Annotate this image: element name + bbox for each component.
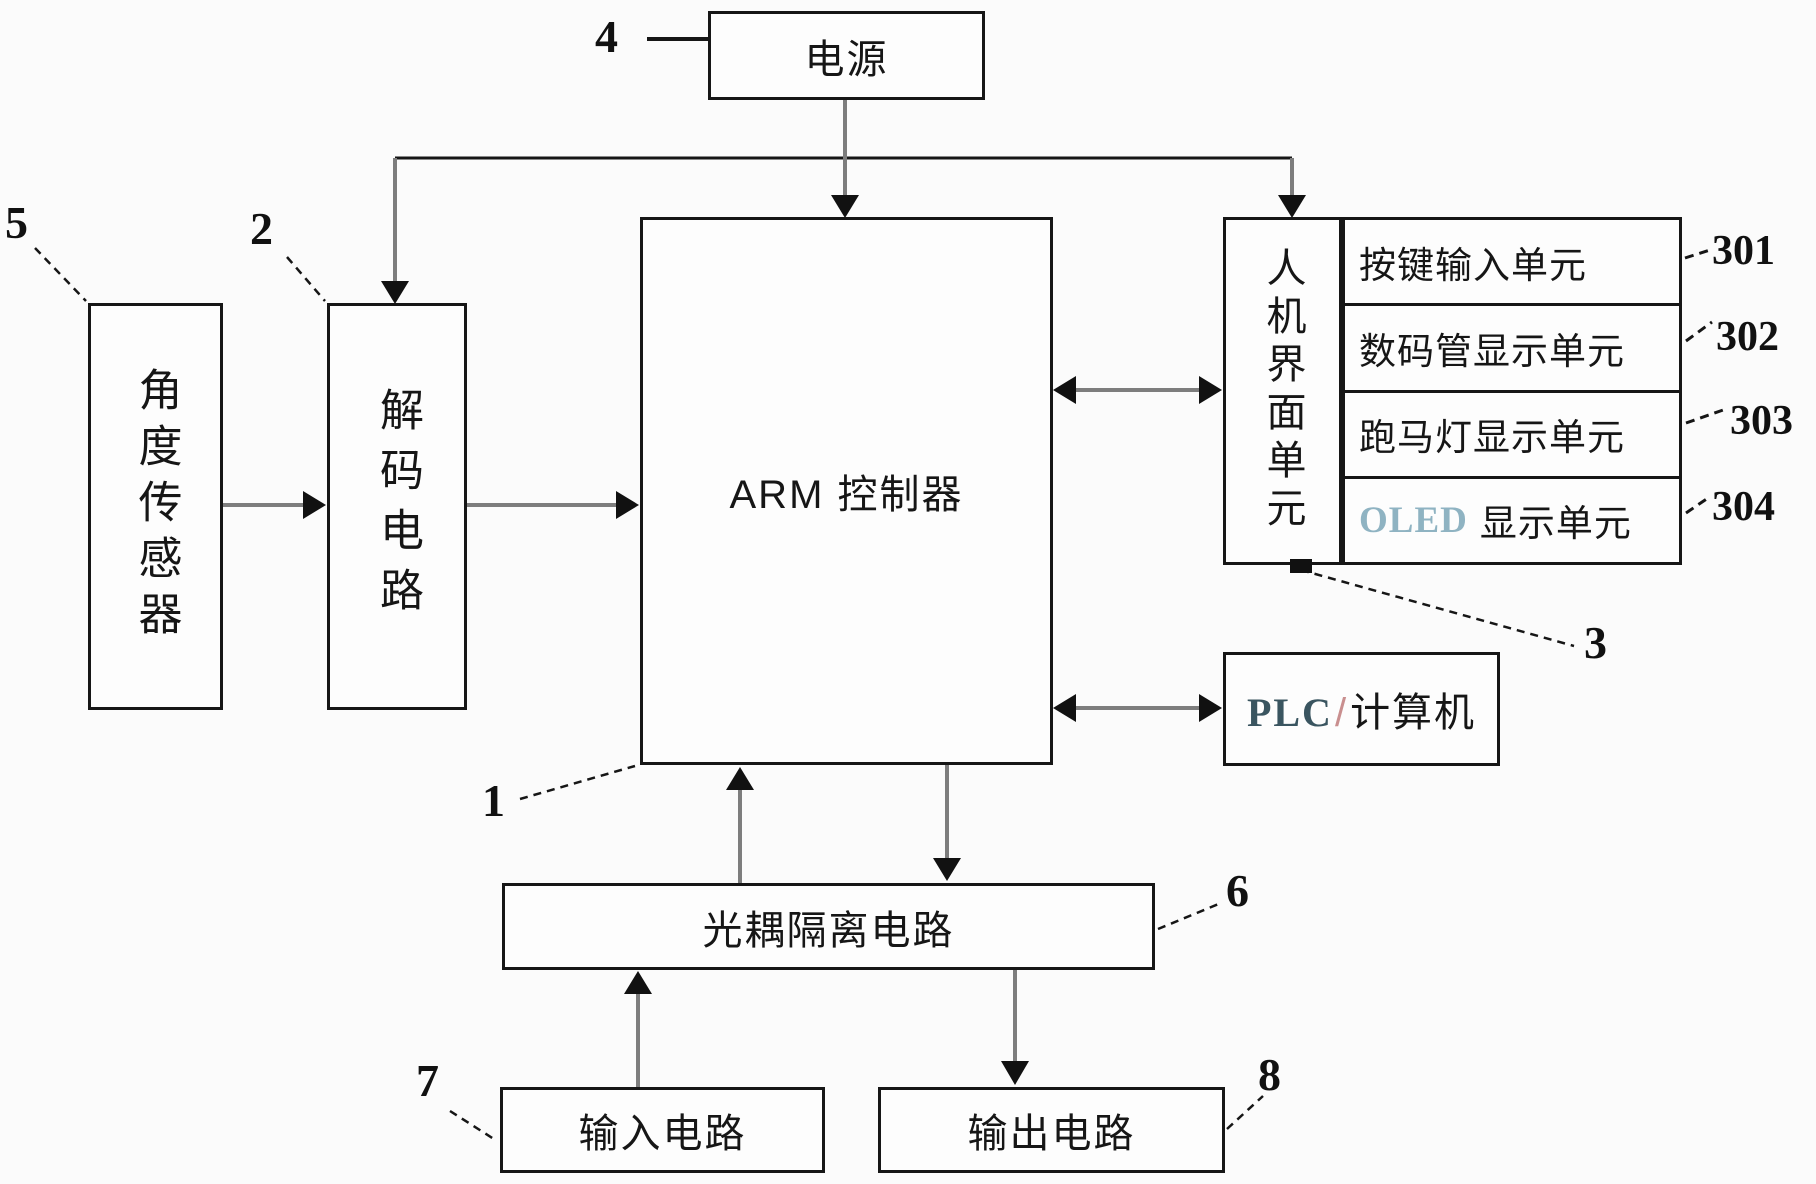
ref-label-302: 302: [1716, 314, 1779, 360]
input-circuit-block: 输入电路: [500, 1087, 825, 1173]
hmi-corner-junction: [1290, 559, 1312, 573]
ref-label-7: 7: [416, 1055, 439, 1106]
plc-slash: /: [1334, 691, 1349, 735]
power-supply-label: 电源: [804, 37, 889, 82]
opto-isolation-block: 光耦隔离电路: [502, 883, 1155, 970]
hmi-subunit-oled-display-label: 显示单元: [1479, 503, 1632, 545]
output-circuit-label: 输出电路: [967, 1112, 1136, 1156]
leader-ref-3: [1300, 568, 1575, 648]
arrow-opto-to-output: [1001, 970, 1029, 1085]
hmi-subunit-marquee-display: 跑马灯显示单元: [1345, 389, 1679, 476]
decoder-circuit-block: 解码电路: [327, 303, 467, 710]
hmi-subunit-digital-display: 数码管显示单元: [1345, 303, 1679, 389]
hmi-subunit-oled-prefix: OLED: [1359, 499, 1468, 541]
leader-ref-302: [1685, 320, 1713, 343]
arrow-angle-to-decoder: [223, 491, 326, 519]
arm-controller-block: ARM 控制器: [640, 217, 1053, 765]
power-supply-block: 电源: [708, 11, 985, 100]
hmi-subunit-digital-display-label: 数码管显示单元: [1359, 330, 1625, 372]
plc-prefix: PLC: [1246, 690, 1333, 735]
leader-ref-5: [34, 247, 87, 302]
arrow-power-to-arm: [831, 100, 859, 218]
arrow-bus-to-decoder: [381, 158, 409, 304]
angle-sensor-label: 角度传感器: [131, 366, 181, 647]
hmi-subunit-marquee-display-label: 跑马灯显示单元: [1359, 417, 1625, 459]
plc-computer-label: PLC/计算机: [1247, 680, 1476, 738]
ref-label-1: 1: [482, 775, 505, 826]
arrow-arm-plc-bidirectional: [1053, 694, 1222, 722]
hmi-subunit-column: 按键输入单元 数码管显示单元 跑马灯显示单元 OLED 显示单元: [1342, 217, 1682, 565]
leader-ref-303: [1685, 407, 1727, 425]
leader-ref-304: [1685, 496, 1709, 515]
arrow-arm-to-opto: [933, 765, 961, 881]
leader-ref-7: [449, 1109, 498, 1143]
arrow-decoder-to-arm: [467, 491, 639, 519]
hmi-unit-block: 人机界面单元: [1223, 217, 1342, 565]
hmi-subunit-oled-display: OLED 显示单元: [1345, 475, 1679, 562]
ref-label-301: 301: [1712, 228, 1775, 274]
plc-suffix: 计算机: [1350, 691, 1477, 735]
ref-label-3: 3: [1584, 617, 1607, 668]
output-circuit-block: 输出电路: [878, 1087, 1225, 1173]
leader-ref-8: [1226, 1095, 1264, 1130]
ref-label-5: 5: [5, 197, 28, 248]
arrow-input-to-opto: [624, 971, 652, 1087]
arrow-opto-to-arm: [726, 767, 754, 883]
leader-ref-301: [1684, 248, 1711, 260]
angle-sensor-block: 角度传感器: [88, 303, 223, 710]
input-circuit-label: 输入电路: [578, 1112, 747, 1156]
leader-ref-2: [286, 256, 326, 302]
hmi-subunit-key-input: 按键输入单元: [1345, 220, 1679, 303]
ref-label-2: 2: [250, 203, 273, 254]
ref-label-303: 303: [1730, 398, 1793, 444]
plc-computer-block: PLC/计算机: [1223, 652, 1500, 766]
leader-ref-6: [1157, 901, 1222, 931]
hmi-subunit-key-input-label: 按键输入单元: [1359, 244, 1587, 286]
arm-controller-label: ARM 控制器: [729, 473, 964, 517]
arrow-arm-hmi-bidirectional: [1053, 376, 1222, 404]
arrow-bus-to-hmi: [1278, 158, 1306, 218]
hmi-unit-label: 人机界面单元: [1260, 247, 1305, 535]
decoder-circuit-label: 解码电路: [373, 386, 422, 627]
leader-ref-1: [519, 764, 636, 801]
ref-label-304: 304: [1712, 484, 1775, 530]
opto-isolation-label: 光耦隔离电路: [702, 908, 955, 953]
ref-label-4: 4: [595, 11, 618, 62]
ref-label-8: 8: [1258, 1049, 1281, 1100]
ref-label-6: 6: [1226, 865, 1249, 916]
